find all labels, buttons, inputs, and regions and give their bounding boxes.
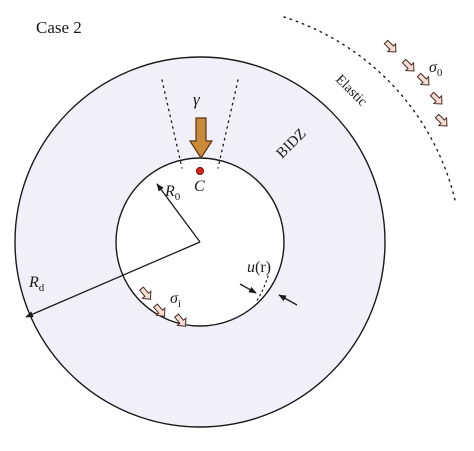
support-arrow	[152, 303, 166, 317]
displacement-zone-arc	[255, 275, 269, 303]
r0-label: R0	[164, 183, 181, 203]
point-c-label: C	[194, 178, 205, 195]
support-arrow	[138, 286, 152, 300]
displacement-arrow-inner	[239, 283, 257, 294]
elastic-boundary-arc	[283, 16, 456, 201]
rd-radius-arrow	[25, 241, 201, 318]
case-label: Case 2	[36, 18, 82, 37]
elastic-label: Elastic	[332, 72, 370, 110]
sigma-i-label: σi	[170, 290, 181, 310]
far-field-arrow	[416, 72, 430, 86]
far-field-arrow	[429, 91, 443, 105]
r0-radius-arrow	[156, 183, 201, 243]
far-field-stress-arrows	[383, 39, 448, 127]
far-field-arrow	[383, 39, 397, 53]
support-pressure-arrows	[138, 286, 187, 327]
rd-label: Rd	[28, 274, 45, 294]
point-c-marker	[195, 166, 204, 175]
u-r-label: u(r)	[247, 259, 271, 276]
sigma0-label: σ0	[429, 59, 443, 79]
gravity-load-arrow	[188, 117, 214, 160]
gamma-label: γ	[193, 90, 201, 109]
support-arrow	[173, 313, 187, 327]
bidz-zone	[14, 56, 386, 428]
far-field-arrow	[401, 58, 415, 72]
displacement-arrow-outer	[278, 294, 298, 306]
far-field-arrow	[434, 113, 448, 127]
